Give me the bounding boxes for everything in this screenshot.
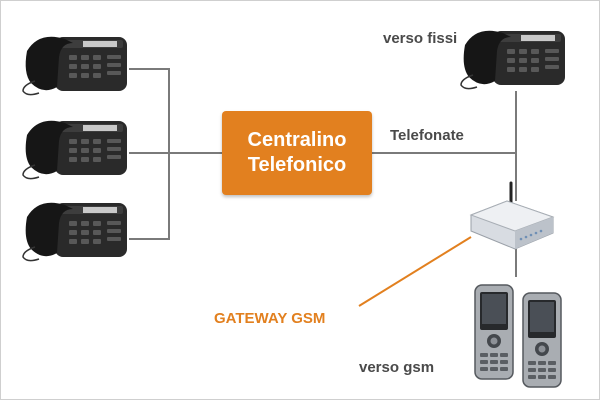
pbx-label: Centralino Telefonico xyxy=(247,129,347,176)
desk-phone-icon xyxy=(22,120,127,180)
label-telefonate: Telefonate xyxy=(390,127,464,144)
mobile-phone-icon xyxy=(474,284,514,380)
label-verso-gsm: verso gsm xyxy=(359,359,435,376)
router-icon xyxy=(469,181,555,250)
desk-phone-icon xyxy=(460,30,565,90)
label-gateway-gsm: GATEWAY GSM xyxy=(214,310,326,327)
mobile-phone-icon xyxy=(522,292,562,388)
label-verso-fissi: verso fissi xyxy=(383,30,458,47)
pbx-box: Centralino Telefonico xyxy=(222,111,372,195)
desk-phone-icon xyxy=(22,36,127,96)
desk-phone-icon xyxy=(22,202,127,262)
gateway-pointer-line xyxy=(358,236,472,307)
